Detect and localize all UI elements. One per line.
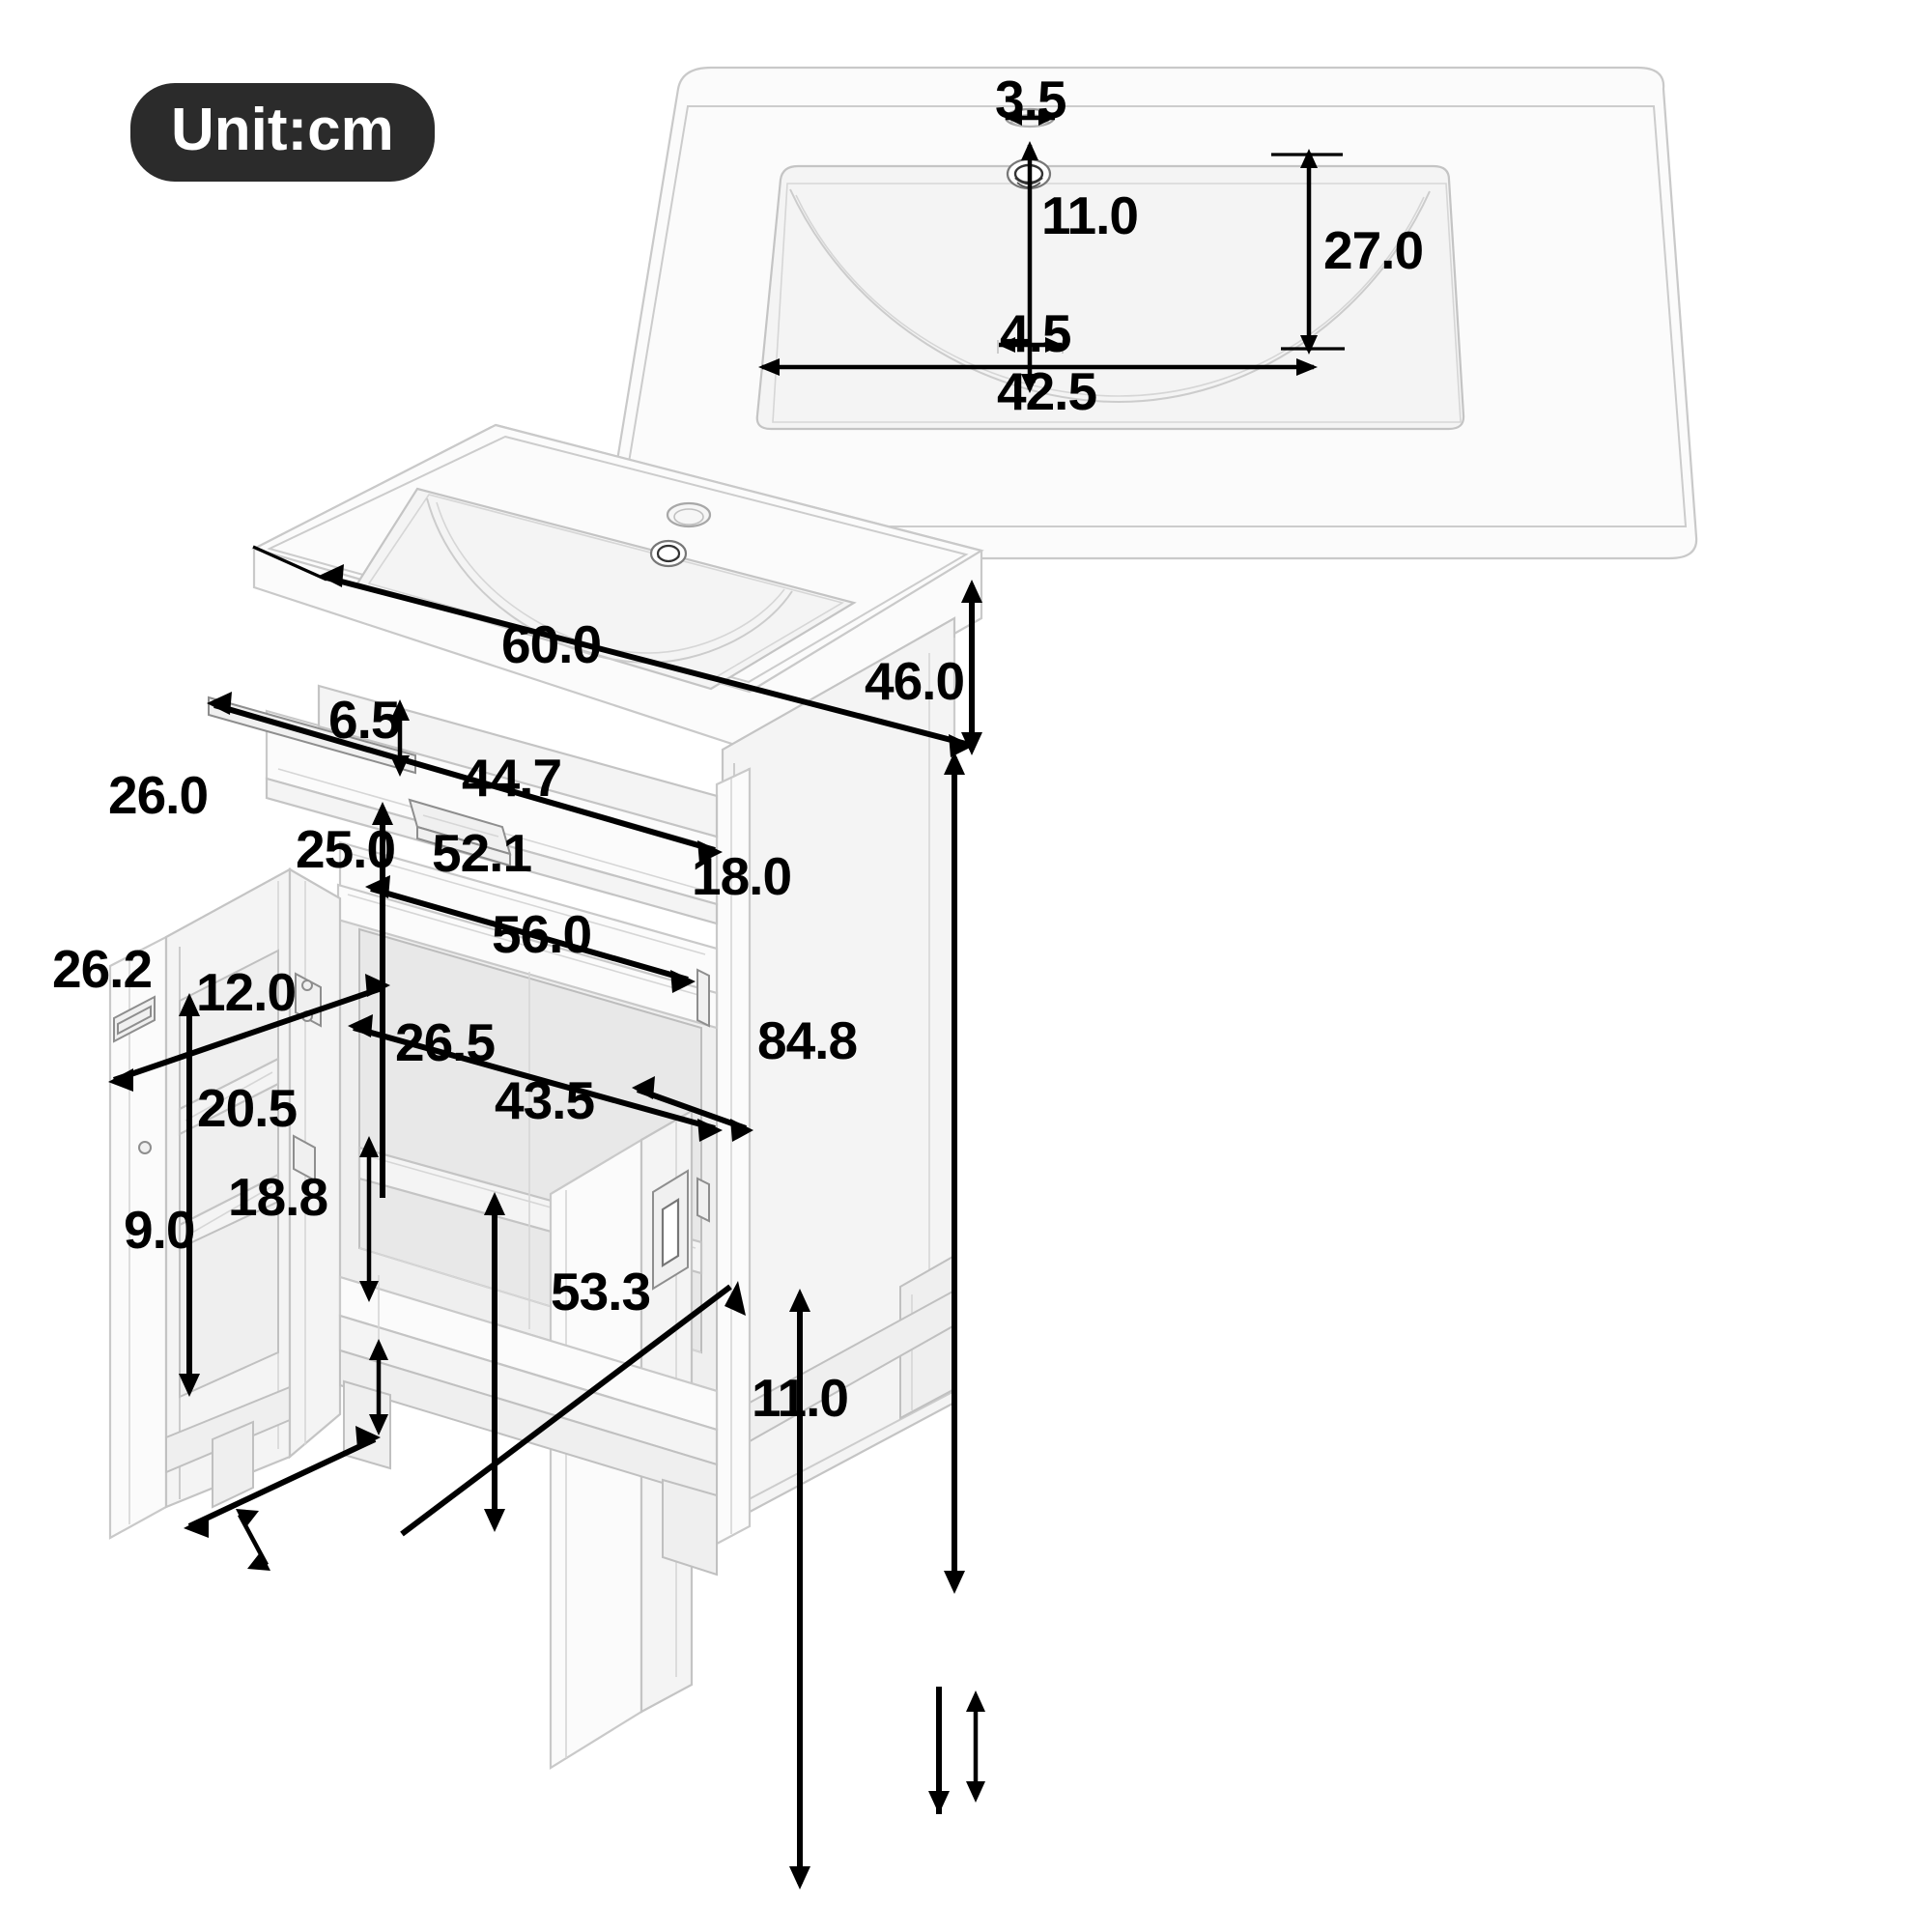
dim-door-height: 53.3: [551, 1262, 651, 1321]
dim-cabinet-inner-diagonal: 43.5: [495, 1070, 595, 1130]
dim-door-panel-height: 26.2: [52, 939, 153, 999]
door-pull-handle: [652, 1169, 689, 1291]
dim-upper-shelf-height: 12.0: [196, 962, 297, 1022]
dim-top-drawer-inner-width: 44.7: [462, 748, 562, 808]
dim-basin-height: 27.0: [1323, 220, 1424, 280]
dim-lower-shelf-height: 20.5: [197, 1078, 298, 1138]
vanity-cabinet-perspective: [108, 423, 984, 1770]
dim-cabinet-inner-width: 56.0: [492, 904, 592, 964]
dim-leg-height: 11.0: [752, 1368, 849, 1428]
dim-side-door-width: 26.0: [108, 765, 209, 825]
dim-countertop-depth: 46.0: [865, 651, 965, 711]
dim-door-shelf-depth: 9.0: [124, 1200, 195, 1260]
dim-drawer-front-height: 25.0: [296, 819, 396, 879]
dim-countertop-width: 60.0: [501, 614, 602, 674]
dim-drawer-front-width: 52.1: [432, 823, 532, 883]
dim-faucet-hole-width: 3.5: [995, 70, 1066, 129]
unit-badge: Unit:cm: [130, 83, 435, 182]
sink-basin-top-view: [603, 66, 1698, 560]
dim-basin-depth-to-curve: 11.0: [1041, 185, 1139, 245]
dim-basin-width: 42.5: [997, 361, 1097, 421]
dim-top-drawer-height: 6.5: [328, 690, 400, 750]
perspective-view-dimension-lines: [108, 545, 985, 1889]
dim-door-shelf-width: 18.8: [228, 1167, 328, 1227]
drawer-handle: [408, 798, 512, 867]
dim-drain-width: 4.5: [1000, 303, 1071, 363]
top-view-dimension-lines: [758, 110, 1345, 393]
dim-overall-height: 84.8: [757, 1010, 858, 1070]
dim-cabinet-inner-height: 26.5: [395, 1012, 496, 1072]
dim-cabinet-side-depth: 18.0: [692, 846, 792, 906]
